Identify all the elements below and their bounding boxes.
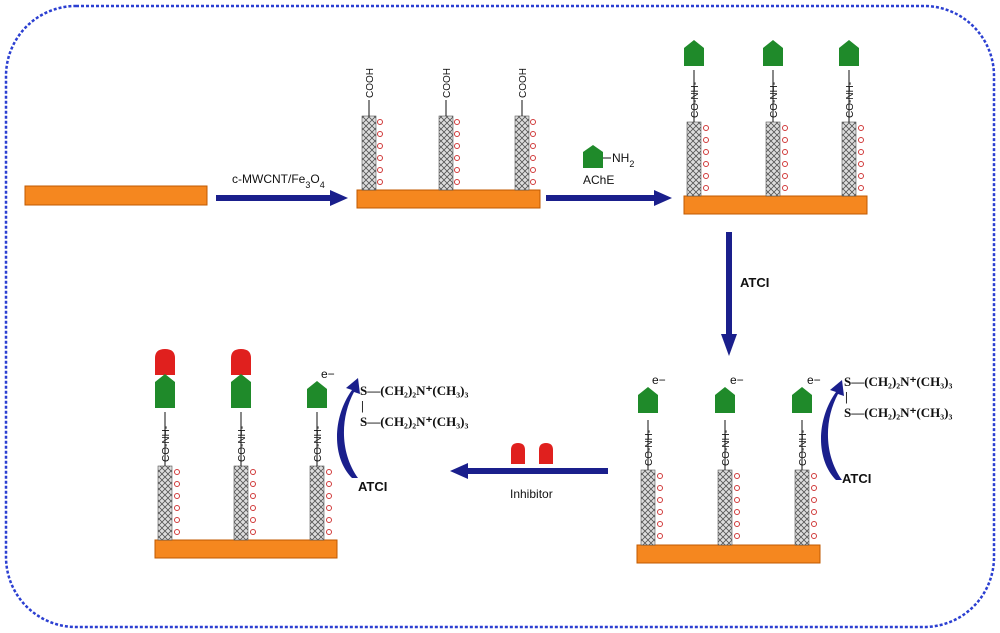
frame-border [4, 4, 996, 629]
svg-text:CO-NH-: CO-NH- [161, 426, 172, 462]
svg-text:CO-NH-: CO-NH- [644, 430, 655, 466]
cnt-active-1: CO-NH- e− [638, 373, 666, 546]
cnt-2: COOH [438, 68, 454, 191]
svg-text:CO-NH-: CO-NH- [313, 426, 324, 462]
svg-text:e−: e− [730, 373, 744, 387]
electrode-2 [356, 189, 541, 209]
svg-text:COOH: COOH [518, 68, 529, 98]
cnt-inhibited-3: CO-NH- e− [307, 367, 335, 541]
arrow-step1 [216, 190, 348, 206]
svg-text:CO-NH-: CO-NH- [769, 82, 780, 118]
curved-arrow-right [821, 380, 844, 480]
chem-left-1: S—(CH₂)₂N⁺(CH₃)₃ [360, 383, 468, 398]
electrode-3 [683, 195, 868, 215]
cnt-3: COOH [514, 68, 530, 191]
atci-right-label: ATCI [842, 471, 871, 486]
svg-text:CO-NH-: CO-NH- [690, 82, 701, 118]
svg-text:CO-NH-: CO-NH- [845, 82, 856, 118]
active-electrode: CO-NH- e− CO-NH- e− CO-NH- e− [636, 373, 821, 564]
cnt-ache-3: CO-NH- [839, 40, 859, 197]
svg-text:CO-NH-: CO-NH- [798, 430, 809, 466]
atci-left-label: ATCI [358, 479, 387, 494]
ache-label: AChE [583, 173, 614, 187]
svg-text:e−: e− [652, 373, 666, 387]
arrow-inhibitor [450, 463, 608, 479]
chem-left-bond: | [361, 398, 364, 413]
cnt-electrode-cooh: COOH COOH COOH [356, 68, 541, 209]
chem-right-bond: | [845, 389, 848, 404]
chem-left-2: S—(CH₂)₂N⁺(CH₃)₃ [360, 414, 468, 429]
bare-electrode [24, 185, 208, 206]
arrow-step2 [546, 190, 672, 206]
inhibitor-icon [511, 443, 553, 464]
electrode-4 [636, 544, 821, 564]
svg-text:e−: e− [321, 367, 335, 381]
step1-label: c-MWCNT/Fe3O4 [232, 172, 325, 190]
electrode-5 [154, 539, 338, 559]
svg-text:COOH: COOH [365, 68, 376, 98]
cnt-inhibited-1: CO-NH- [155, 349, 175, 541]
cnt-1: COOH [361, 68, 377, 191]
cnt-ache-1: CO-NH- [684, 40, 704, 197]
nh2-label: NH2 [612, 151, 634, 169]
ache-electrode: CO-NH- CO-NH- CO-NH- [683, 40, 868, 215]
svg-text:COOH: COOH [442, 68, 453, 98]
cnt-active-2: CO-NH- e− [715, 373, 744, 546]
cnt-inhibited-2: CO-NH- [231, 349, 251, 541]
svg-text:CO-NH-: CO-NH- [721, 430, 732, 466]
cnt-active-3: CO-NH- e− [792, 373, 821, 546]
inhibitor-label: Inhibitor [510, 487, 553, 501]
ache-enzyme-icon [583, 145, 611, 168]
svg-text:CO-NH-: CO-NH- [237, 426, 248, 462]
inhibited-electrode: CO-NH- CO-NH- CO-NH- e− [154, 349, 338, 559]
curved-arrow-left [337, 378, 360, 478]
cnt-ache-2: CO-NH- [763, 40, 783, 197]
chem-right-2: S—(CH₂)₂N⁺(CH₃)₃ [844, 405, 952, 420]
atci-down-label: ATCI [740, 275, 769, 290]
svg-text:e−: e− [807, 373, 821, 387]
chem-right-1: S—(CH₂)₂N⁺(CH₃)₃ [844, 374, 952, 389]
arrow-down-atci [721, 232, 737, 356]
